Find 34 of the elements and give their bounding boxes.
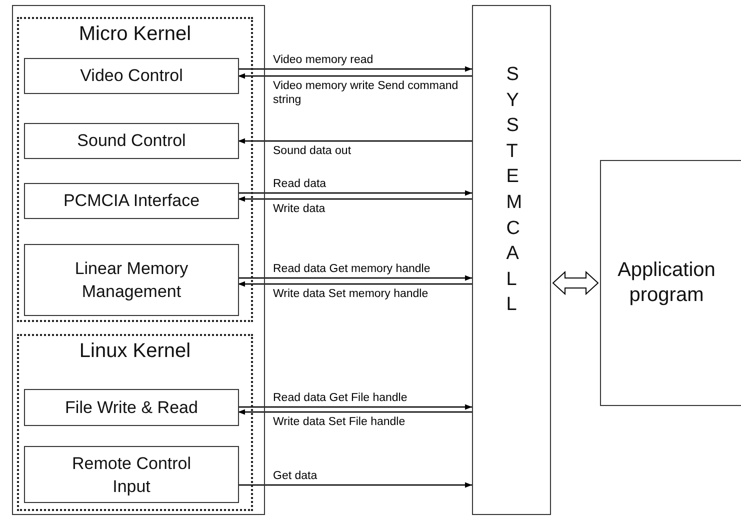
arrow xyxy=(238,66,472,72)
dotted-group-box xyxy=(17,334,253,511)
box-label: Linear Memory Management xyxy=(74,258,190,303)
box-label: Video Control xyxy=(80,66,183,86)
system-call-bar xyxy=(472,5,551,515)
process-box xyxy=(24,446,239,503)
arrow xyxy=(238,482,472,488)
group-heading: Micro Kernel xyxy=(78,23,192,46)
arrow xyxy=(238,275,472,281)
application-box xyxy=(600,160,741,406)
arrow xyxy=(238,409,472,415)
process-box xyxy=(24,58,239,94)
box-label: PCMCIA Interface xyxy=(63,191,200,211)
box-label: Application program xyxy=(616,258,716,308)
edge-label: Write data Set memory handle xyxy=(272,287,430,301)
dotted-group-box xyxy=(17,17,253,322)
group-heading: Linux Kernel xyxy=(79,340,191,363)
double-arrow xyxy=(552,270,599,296)
arrow xyxy=(238,73,472,79)
process-box xyxy=(24,389,239,426)
edge-label: Read data Get memory handle xyxy=(272,262,432,276)
arrow xyxy=(238,281,472,287)
edge-label: Video memory read xyxy=(272,53,374,67)
process-box xyxy=(24,244,239,316)
box-label: Sound Control xyxy=(77,131,186,151)
box-label: File Write & Read xyxy=(65,398,198,418)
panel-frame xyxy=(12,5,265,515)
arrow xyxy=(238,404,472,410)
box-label: Remote Control Input xyxy=(70,452,192,498)
arrow xyxy=(238,190,472,196)
arrow xyxy=(238,196,472,202)
process-box xyxy=(24,123,239,159)
arrow xyxy=(238,138,472,144)
process-box xyxy=(24,183,239,219)
